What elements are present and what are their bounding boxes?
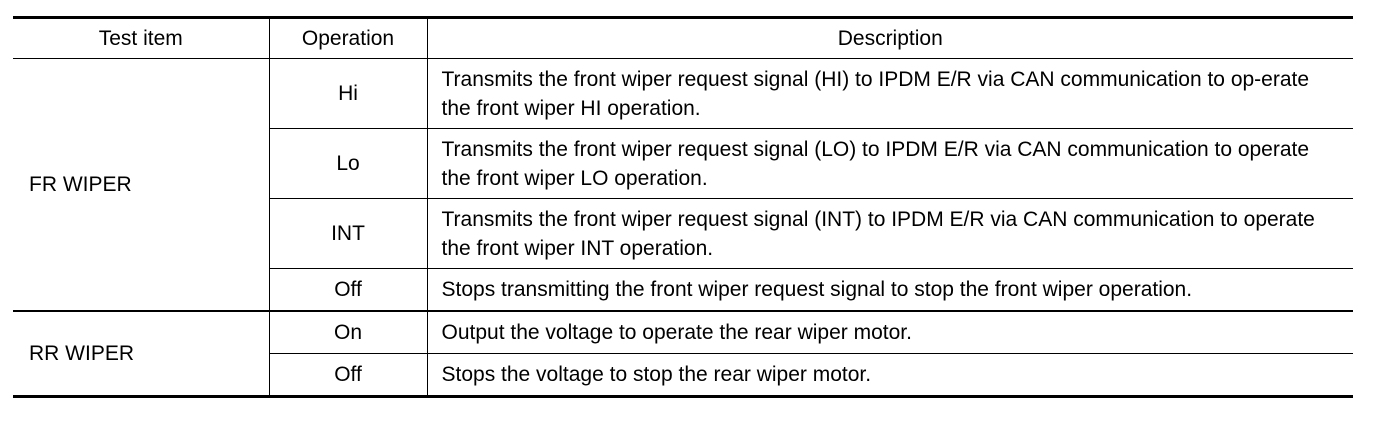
operation-cell: Hi: [268, 58, 428, 129]
operation-cell: Off: [269, 353, 428, 397]
test-item-table: Test item Operation Description FR WIPER…: [13, 16, 1353, 398]
description-cell: Transmits the front wiper request signal…: [426, 128, 1353, 199]
table-row: RR WIPER On Output the voltage to operat…: [13, 310, 1353, 397]
description-cell: Output the voltage to operate the rear w…: [426, 310, 1353, 354]
operation-cell: On: [268, 310, 428, 354]
table-row: INT Transmits the front wiper request si…: [13, 198, 1353, 269]
test-item-fr-wiper: FR WIPER: [13, 58, 270, 312]
operation-cell: Lo: [269, 128, 428, 199]
table-header-row: Test item Operation Description: [13, 17, 1353, 59]
table-row: Off Stops the voltage to stop the rear w…: [13, 353, 1353, 397]
table-row: FR WIPER Hi Transmits the front wiper re…: [13, 58, 1353, 312]
header-test-item: Test item: [13, 17, 270, 59]
operation-cell: INT: [269, 198, 428, 269]
header-description: Description: [426, 17, 1353, 59]
description-cell: Transmits the front wiper request signal…: [426, 198, 1353, 269]
header-operation: Operation: [268, 17, 428, 59]
description-cell: Stops the voltage to stop the rear wiper…: [426, 353, 1353, 397]
test-item-rr-wiper: RR WIPER: [13, 310, 270, 397]
operation-cell: Off: [269, 268, 428, 312]
description-cell: Stops transmitting the front wiper reque…: [426, 268, 1353, 312]
table-row: Lo Transmits the front wiper request sig…: [13, 128, 1353, 199]
table-row: Off Stops transmitting the front wiper r…: [13, 268, 1353, 312]
description-cell: Transmits the front wiper request signal…: [426, 58, 1353, 129]
